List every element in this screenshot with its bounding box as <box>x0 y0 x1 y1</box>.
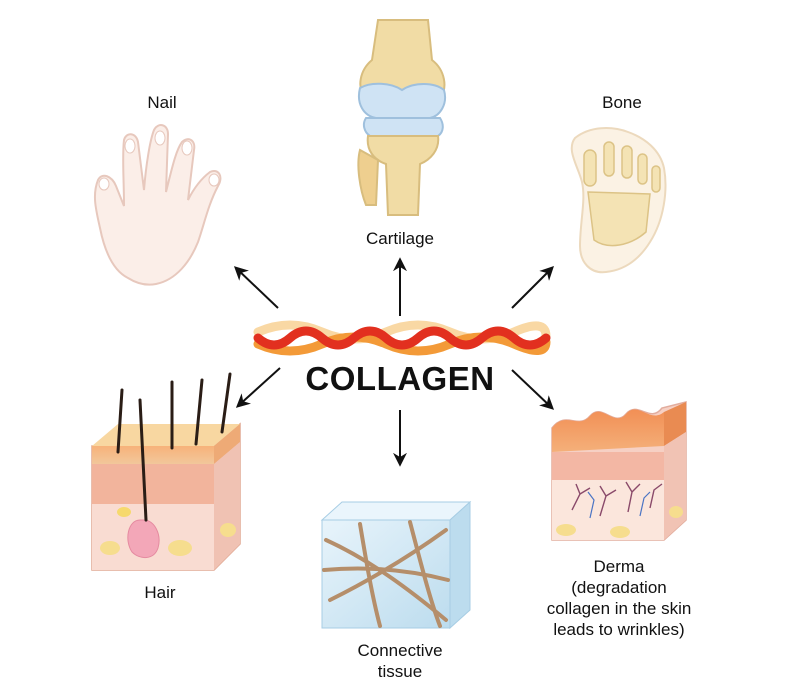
label-bone: Bone <box>592 92 652 113</box>
label-connective-tissue: Connective tissue <box>320 640 480 682</box>
label-derma-line2: (degradation <box>534 577 704 598</box>
label-cartilage: Cartilage <box>350 228 450 249</box>
arrow-to-derma <box>512 370 552 408</box>
label-connective-line2: tissue <box>320 661 480 682</box>
label-hair: Hair <box>130 582 190 603</box>
hand-illustration <box>95 125 220 285</box>
label-connective-line1: Connective <box>320 640 480 661</box>
derma-skin-illustration <box>552 402 686 540</box>
label-derma: Derma (degradation collagen in the skin … <box>534 556 704 640</box>
knee-illustration <box>358 20 445 215</box>
label-derma-line4: leads to wrinkles) <box>534 619 704 640</box>
connective-tissue-illustration <box>322 502 470 628</box>
collagen-fiber-braid <box>258 325 546 351</box>
arrow-to-nail <box>236 268 278 308</box>
arrow-to-hair <box>238 368 280 406</box>
collagen-title: COLLAGEN <box>300 360 500 398</box>
label-derma-line1: Derma <box>534 556 704 577</box>
arrow-to-bone <box>512 268 552 308</box>
label-derma-line3: collagen in the skin <box>534 598 704 619</box>
foot-illustration <box>572 128 666 272</box>
label-nail: Nail <box>132 92 192 113</box>
hair-skin-illustration <box>92 374 240 570</box>
